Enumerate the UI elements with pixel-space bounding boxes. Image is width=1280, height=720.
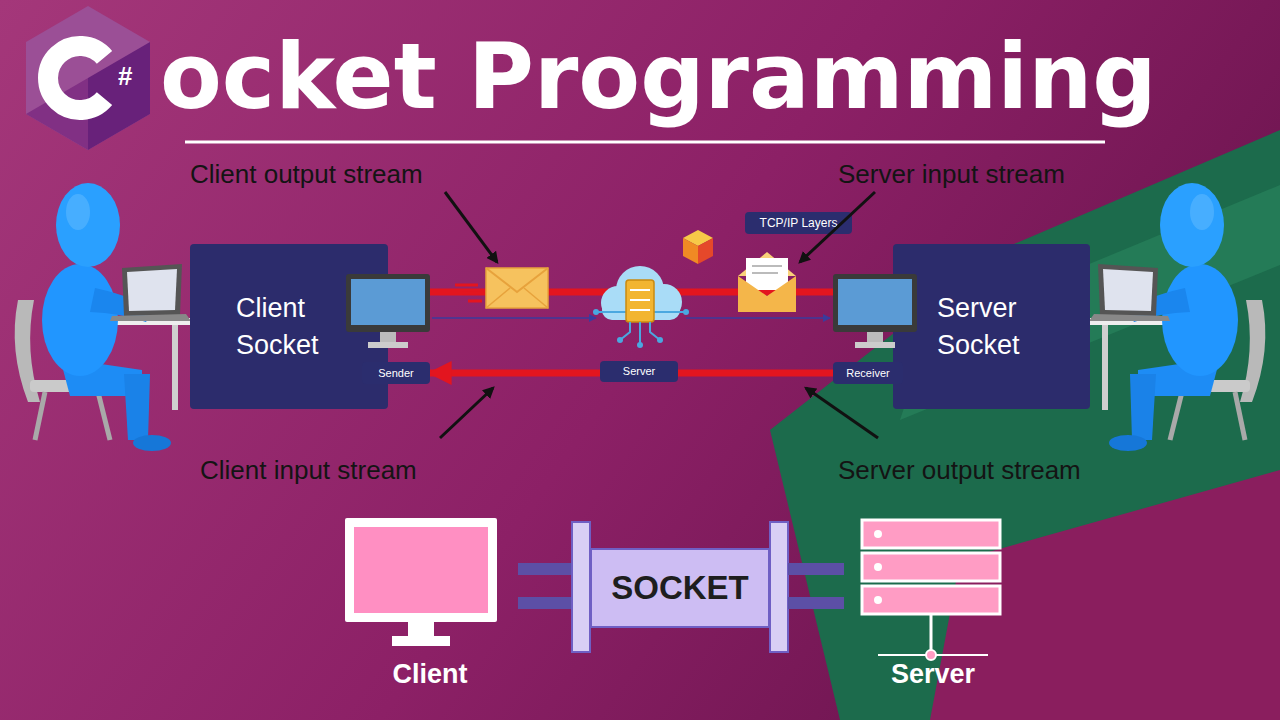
socket-connector — [770, 522, 788, 652]
monitor-icon — [346, 274, 430, 348]
cloud-server-icon — [596, 311, 626, 313]
role-tag: Server — [600, 361, 678, 382]
role-tag: Sender — [362, 362, 430, 384]
cloud-server-icon — [601, 286, 635, 320]
layer-cube-icon — [698, 238, 713, 264]
leader-arrow — [445, 192, 497, 262]
client-monitor-icon — [345, 518, 497, 622]
layer-cube-icon — [683, 230, 713, 264]
cloud-server-icon — [646, 284, 682, 320]
client-monitor-icon — [392, 636, 450, 646]
cloud-server-icon — [637, 342, 643, 348]
stream-label: Client input stream — [200, 456, 417, 485]
device-label: Server — [873, 660, 993, 690]
socket-box: Client Socket — [190, 244, 388, 409]
flow-arrow — [432, 317, 596, 319]
socket-connector — [518, 563, 572, 575]
speed-lines — [468, 300, 482, 303]
open-envelope-icon — [738, 252, 796, 312]
flow-arrow — [432, 318, 830, 319]
cloud-server-icon — [650, 322, 660, 340]
cloud-server-icon — [630, 289, 650, 291]
server-rack-icon — [874, 530, 882, 538]
cloud-server-icon — [620, 322, 630, 340]
cloud-server-icon — [626, 280, 654, 322]
csharp-logo — [26, 6, 150, 150]
node-text: TCP/IP Layers — [760, 215, 838, 231]
cloud-server-icon — [617, 337, 623, 343]
csharp-logo — [48, 46, 104, 110]
client-monitor-icon — [345, 518, 497, 646]
cloud-server-icon — [639, 322, 641, 345]
cloud-server-icon — [602, 300, 680, 320]
leader-arrow — [440, 388, 493, 438]
stream-label: Server input stream — [838, 160, 1065, 189]
socket-connector — [518, 597, 572, 609]
layer-cube-icon — [683, 238, 698, 264]
person-figure — [15, 183, 192, 451]
open-envelope-icon — [738, 276, 796, 312]
envelope-icon — [486, 268, 548, 308]
node-text: Server — [623, 364, 655, 379]
monitor-icon — [833, 274, 917, 348]
server-rack-icon — [874, 563, 882, 571]
cloud-server-icon — [593, 266, 689, 348]
node-text: Receiver — [846, 366, 889, 381]
server-rack-icon — [930, 614, 933, 655]
server-rack-icon — [862, 586, 1000, 614]
socket-connector — [788, 597, 844, 609]
speed-lines — [455, 284, 478, 287]
client-monitor-icon — [354, 527, 488, 613]
cloud-server-icon — [683, 309, 689, 315]
logo-mark: # — [118, 62, 132, 91]
server-rack-icon — [926, 650, 936, 660]
layer-cube-icon — [683, 230, 713, 246]
speed-lines — [462, 292, 480, 295]
cloud-server-icon — [654, 311, 686, 313]
open-envelope-icon — [738, 252, 796, 276]
envelope-icon — [486, 268, 548, 308]
leader-arrow — [806, 388, 878, 438]
stream-connector — [388, 289, 893, 296]
open-envelope-icon — [752, 265, 782, 267]
speed-lines — [455, 285, 482, 301]
socket-box: Server Socket — [893, 244, 1090, 409]
cloud-server-icon — [630, 299, 650, 301]
envelope-icon — [486, 288, 510, 308]
stream-label: Server output stream — [838, 456, 1081, 485]
open-envelope-icon — [746, 258, 788, 290]
cloud-server-icon — [616, 266, 664, 314]
title-underline — [185, 141, 1105, 144]
device-label: Client — [370, 660, 490, 690]
node-text: Sender — [378, 366, 413, 381]
server-rack-icon — [862, 520, 1000, 548]
socket-connector — [788, 563, 844, 575]
flow-arrow — [686, 317, 830, 319]
leader-arrow — [440, 192, 878, 438]
page-title: ocket Programming — [160, 32, 1157, 122]
stream-label: Client output stream — [190, 160, 423, 189]
client-monitor-icon — [408, 622, 434, 636]
socket-block: SOCKET — [590, 548, 770, 628]
csharp-logo — [26, 6, 150, 150]
server-rack-icon — [874, 596, 882, 604]
open-envelope-icon — [752, 272, 778, 274]
server-rack-icon — [862, 553, 1000, 581]
socket-connector — [518, 522, 844, 652]
server-rack-icon — [862, 520, 1000, 660]
layer-tag: TCP/IP Layers — [745, 212, 852, 234]
envelope-icon — [524, 288, 548, 308]
leader-arrow — [800, 192, 875, 262]
node-text: Client Socket — [236, 290, 356, 363]
cloud-server-icon — [630, 309, 650, 311]
person-figure — [1088, 183, 1265, 451]
cloud-server-icon — [657, 337, 663, 343]
socket-connector — [572, 522, 590, 652]
role-tag: Receiver — [833, 362, 903, 384]
node-text: Server Socket — [937, 290, 1057, 363]
node-text: SOCKET — [611, 566, 749, 611]
cloud-server-icon — [593, 309, 599, 315]
envelope-icon — [486, 268, 548, 292]
